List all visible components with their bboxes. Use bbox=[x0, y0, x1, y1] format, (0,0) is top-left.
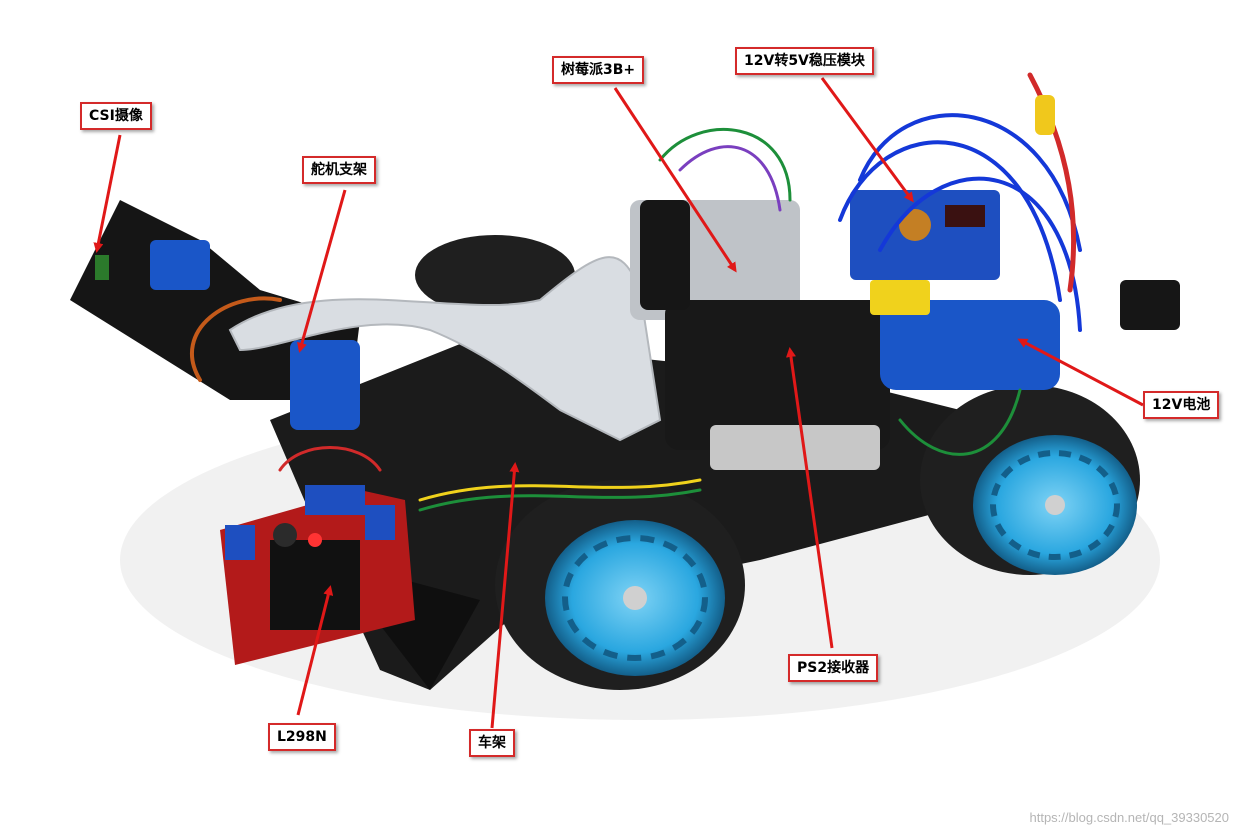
arrow-battery bbox=[1017, 338, 1144, 407]
l298n-board bbox=[220, 485, 415, 665]
label-ps2-receiver: PS2接收器 bbox=[788, 654, 879, 682]
battery-pack bbox=[870, 280, 1180, 390]
arrow-chassis bbox=[490, 462, 520, 729]
label-chassis: 车架 bbox=[469, 729, 515, 757]
label-raspberry-pi: 树莓派3B+ bbox=[552, 56, 645, 84]
arrow-servo-mount bbox=[297, 189, 347, 353]
arrow-regulator bbox=[820, 77, 914, 203]
arrow-driver bbox=[296, 585, 334, 716]
callout-arrows bbox=[93, 77, 1144, 729]
servo-base bbox=[290, 340, 360, 430]
watermark-url: https://blog.csdn.net/qq_39330520 bbox=[1029, 810, 1230, 825]
camera-servo-mount bbox=[70, 200, 360, 400]
label-battery: 12V电池 bbox=[1143, 391, 1220, 419]
wires bbox=[190, 72, 1082, 512]
arrow-ps2 bbox=[786, 347, 834, 649]
raspberry-pi-case bbox=[630, 200, 890, 470]
label-servo-mount: 舵机支架 bbox=[302, 156, 376, 184]
arrow-csi bbox=[93, 134, 122, 253]
wheel-front-right bbox=[920, 385, 1140, 575]
label-csi-camera: CSI摄像 bbox=[80, 102, 152, 130]
wheel-front-left bbox=[495, 480, 745, 690]
label-driver: L298N bbox=[268, 723, 336, 751]
wheel-rear-left bbox=[415, 235, 575, 315]
regulator-board bbox=[850, 190, 1000, 280]
arrow-raspberry-pi bbox=[613, 87, 737, 273]
label-regulator: 12V转5V稳压模块 bbox=[735, 47, 874, 75]
